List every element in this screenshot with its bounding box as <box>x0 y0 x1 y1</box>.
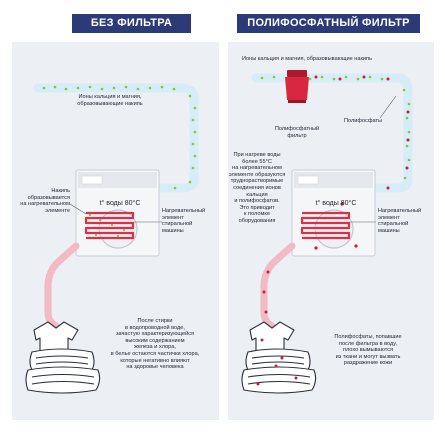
calcium-magnesium-ions-right <box>260 75 411 180</box>
water-pipe-right <box>251 73 413 193</box>
calcium-magnesium-ions-left <box>42 85 197 190</box>
heater-coil-right <box>300 211 351 240</box>
left-title: БЕЗ ФИЛЬТРА <box>72 14 191 33</box>
polyphosphate-particles-hose <box>262 270 270 314</box>
heater-coil-left <box>84 211 135 240</box>
polyphosphate-filter <box>285 70 309 103</box>
water-pipe-left <box>33 83 199 193</box>
filter-label: Полифосфатный фильтр <box>274 126 320 139</box>
water-temp-left: t° воды 80°C <box>99 200 141 207</box>
polyphosphate-particles-laundry <box>256 338 298 386</box>
laundry-pile-left <box>25 321 101 394</box>
drain-hose-left <box>44 242 80 330</box>
after-filter-label: Полифосфаты, попавшие после фильтра в во… <box>334 334 402 367</box>
scale-label: Накипь образовывается на нагревательном … <box>20 188 70 214</box>
polyphosphates-label: Полифосфаты <box>344 118 383 124</box>
heater-label-left: Нагревательный элемент стиральной машины <box>162 208 206 234</box>
scale-deposits <box>88 213 126 238</box>
water-temp-right: t° воды 80°C <box>315 200 357 207</box>
ions-label-right: Ионы кальция и магния, образовывающие на… <box>242 56 372 62</box>
ions-label-left: Ионы кальция и магния, образовывающие на… <box>77 94 143 107</box>
right-title: ПОЛИФОСФАТНЫЙ ФИЛЬТР <box>237 14 420 33</box>
heating-note: При нагреве воды более 55°C на нагревате… <box>228 152 286 224</box>
polyphosphate-particles-pipe <box>314 75 410 190</box>
after-wash-label: После стирки в водопроводной воде, зачас… <box>110 318 200 371</box>
polyphosphate-particles-machine <box>314 202 358 250</box>
laundry-pile-right <box>241 321 317 394</box>
heater-label-right: Нагревательный элемент стиральной машины <box>378 208 422 234</box>
drain-hose-right <box>260 242 296 330</box>
